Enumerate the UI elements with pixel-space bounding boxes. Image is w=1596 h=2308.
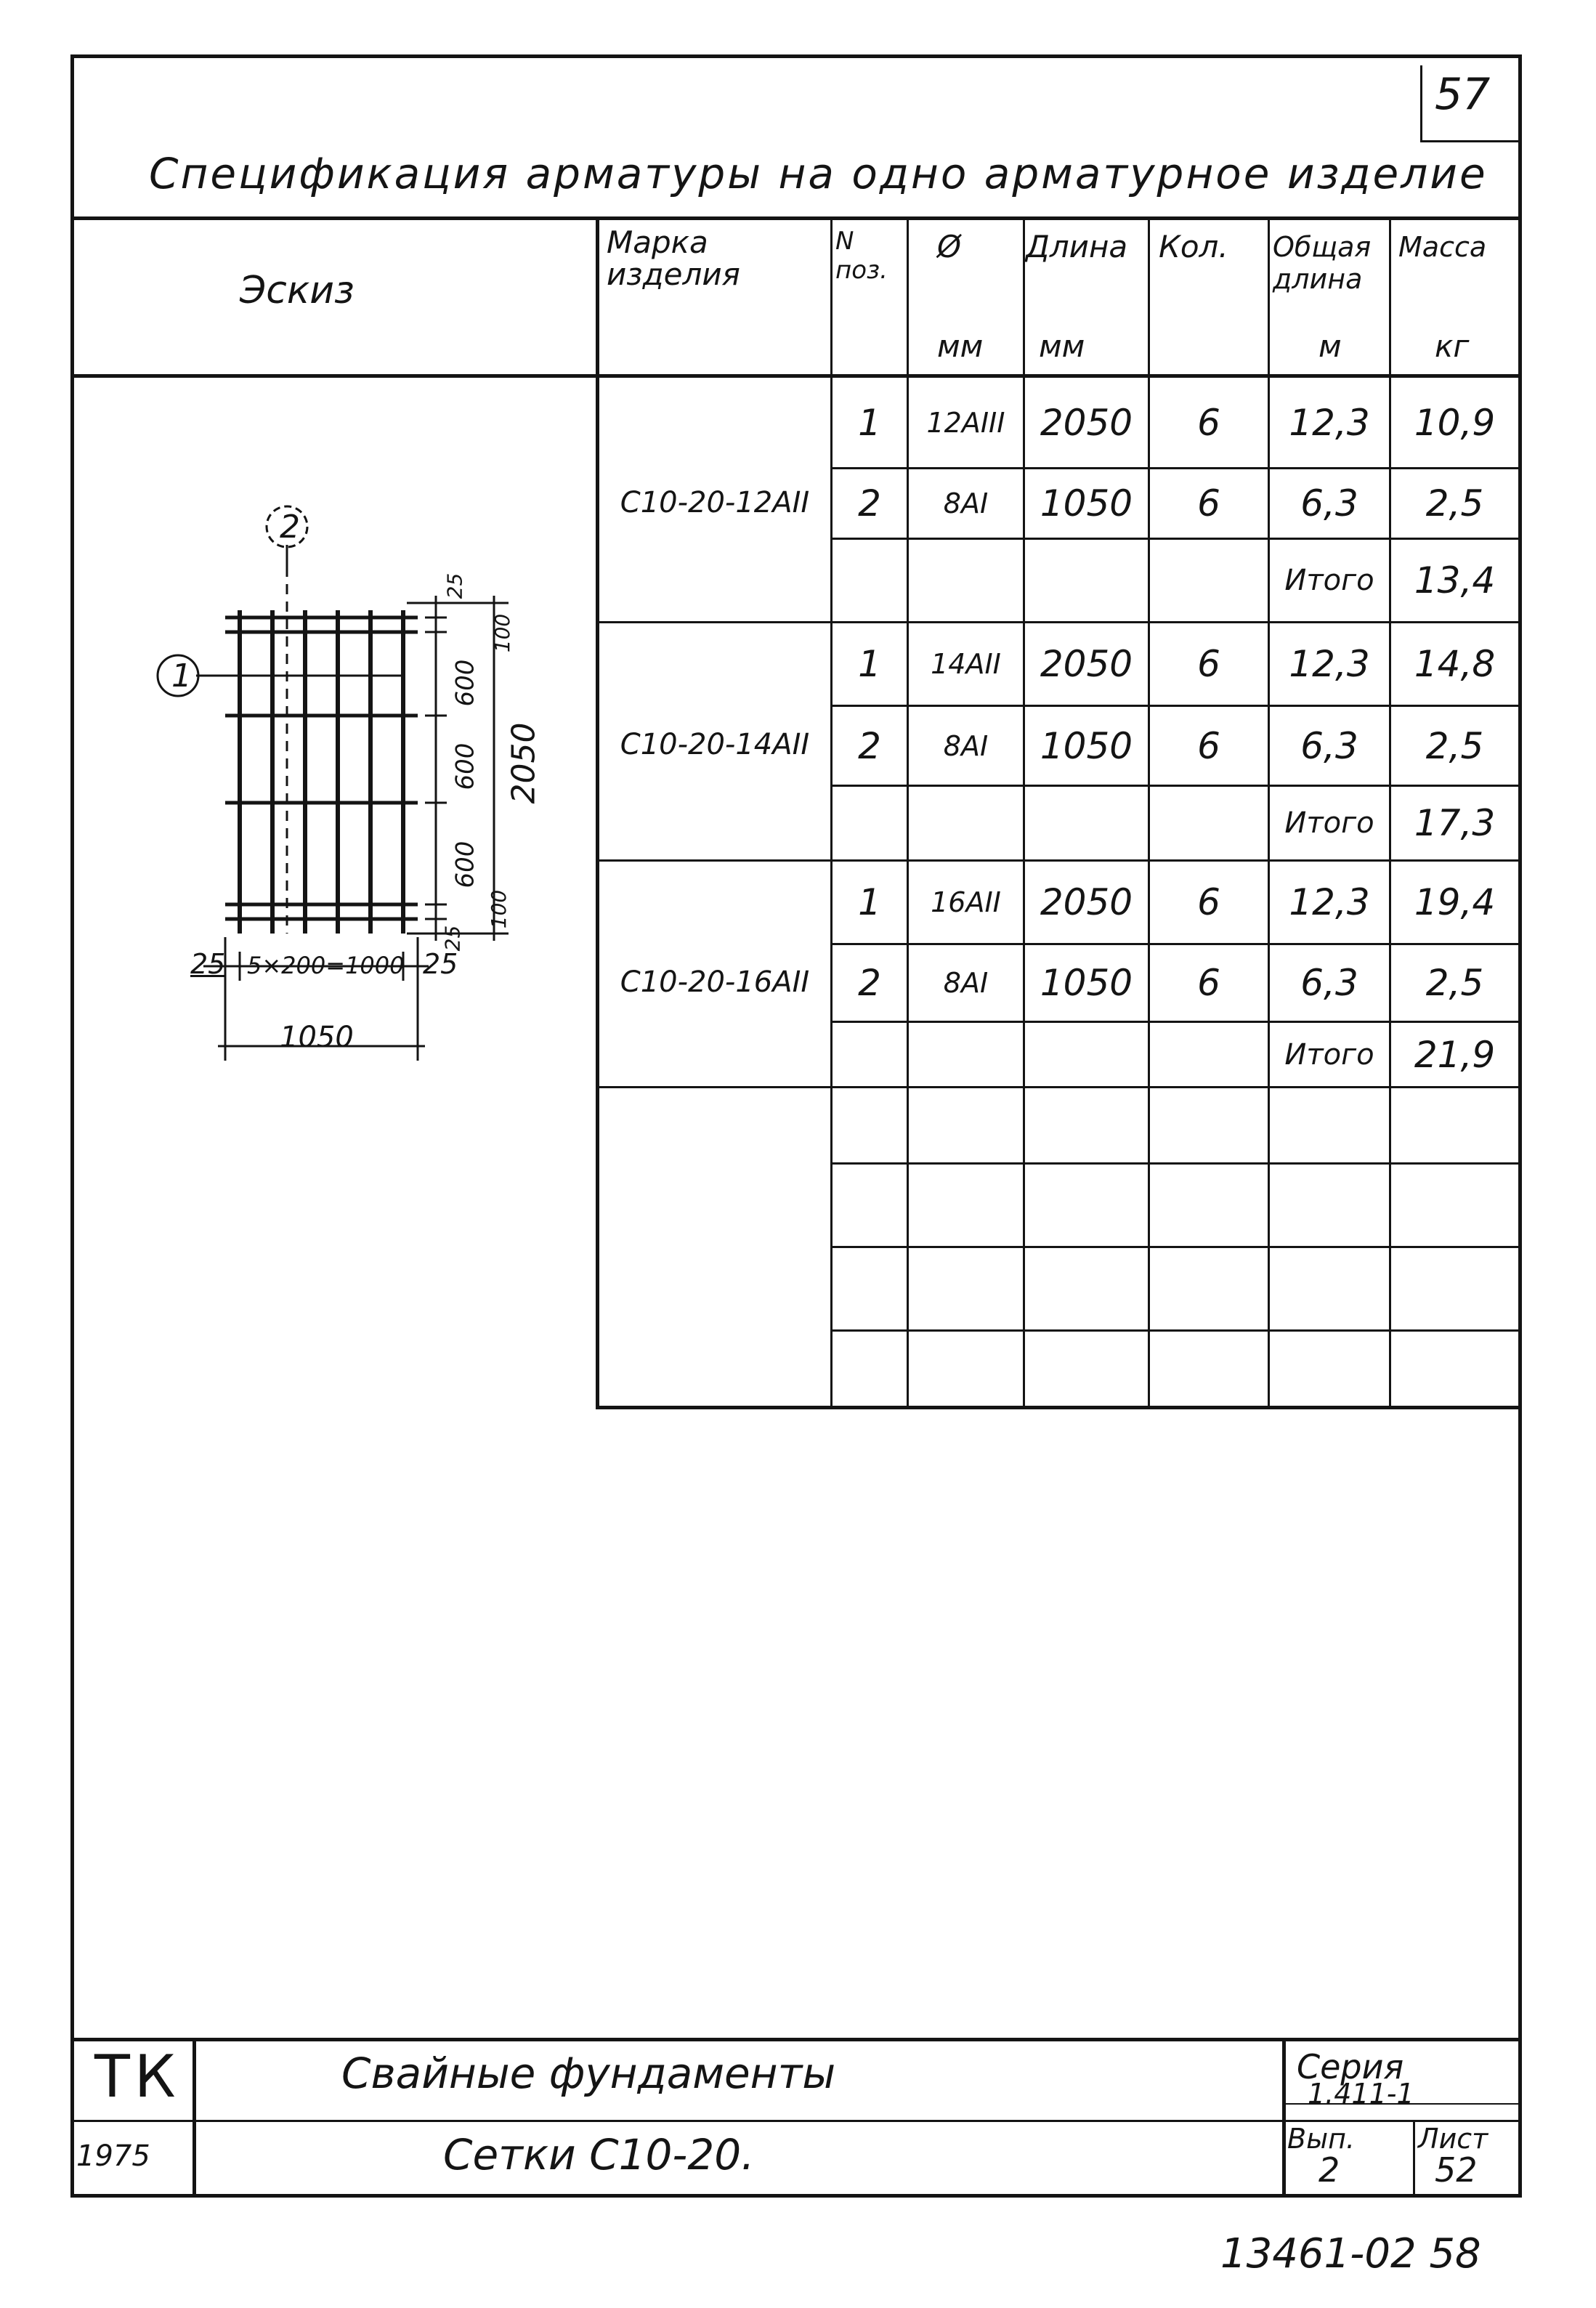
total-length-cell: 6,3 [1300, 482, 1358, 525]
dim-total-height: 2050 [505, 722, 543, 804]
mesh-drawing [156, 505, 509, 1061]
pos-cell: 2 [858, 724, 881, 767]
pos-cell: 1 [858, 401, 881, 444]
dim-middle: 5×200=1000 [247, 952, 405, 979]
mark-cell: С10-20-12АII [620, 485, 810, 519]
mark-cell: С10-20-14АII [620, 728, 810, 761]
unit-mass: кг [1435, 328, 1470, 364]
document-code: 13461-02 58 [1220, 2230, 1481, 2277]
sketch-header: Эскиз [240, 269, 355, 312]
pos-cell: 2 [858, 962, 881, 1004]
pos-2-marker: 2 [280, 509, 300, 546]
pos-1-marker-circle [156, 654, 200, 697]
stamp-line-1: Свайные фундаменты [341, 2049, 836, 2098]
pos-2-marker-circle [265, 505, 309, 548]
unit-dia: мм [937, 328, 984, 364]
unit-length: мм [1039, 328, 1085, 364]
dim-bottom-25: 25 [440, 925, 465, 952]
page-title: Спецификация арматуры на одно арматурное… [149, 149, 1488, 198]
dim-left-25: 25 [190, 948, 226, 980]
dim-600-b: 600 [450, 742, 480, 790]
issue-value: 2 [1318, 2150, 1340, 2190]
qty-cell: 6 [1197, 643, 1220, 685]
mass-cell: 2,5 [1425, 482, 1484, 525]
col-header-total-length: Общая длина [1273, 231, 1372, 295]
dia-cell: 8АI [943, 967, 989, 999]
dia-cell: 12АIII [926, 406, 1005, 439]
dim-600-c: 600 [450, 841, 480, 888]
total-length-cell: 12,3 [1289, 401, 1370, 444]
dim-bottom-100: 100 [487, 889, 511, 929]
qty-cell: 6 [1197, 881, 1220, 923]
total-label-cell: Итого [1284, 1037, 1374, 1072]
sheet-number: 57 [1435, 69, 1491, 120]
total-label-cell: Итого [1284, 806, 1374, 840]
length-cell: 2050 [1040, 881, 1133, 923]
series-label: Серия [1297, 2047, 1404, 2086]
mass-cell: 14,8 [1414, 643, 1496, 685]
year-label: 1975 [76, 2139, 150, 2173]
dia-cell: 8АI [943, 729, 989, 762]
issue-label: Вып. [1287, 2123, 1355, 2155]
total-length-cell: 6,3 [1300, 724, 1358, 767]
col-header-pos: N поз. [835, 227, 888, 285]
col-header-qty: Кол. [1159, 229, 1228, 264]
length-cell: 2050 [1040, 401, 1133, 444]
mass-cell: 10,9 [1414, 401, 1496, 444]
dim-total-width: 1050 [280, 1021, 354, 1054]
length-cell: 2050 [1040, 643, 1133, 685]
total-mass-cell: 17,3 [1414, 802, 1496, 844]
col-header-length: Длина [1026, 229, 1128, 264]
org-label: ТК [94, 2043, 180, 2110]
length-cell: 1050 [1040, 962, 1133, 1004]
total-mass-cell: 13,4 [1414, 559, 1496, 602]
unit-total-length: м [1318, 328, 1342, 364]
col-header-mark: Марка изделия [607, 224, 740, 292]
dim-600-a: 600 [450, 659, 480, 707]
pos-1-marker: 1 [171, 657, 192, 695]
dia-cell: 16АII [931, 886, 1001, 918]
dim-top-25: 25 [442, 572, 467, 599]
mass-cell: 2,5 [1425, 962, 1484, 1004]
series-value: 1.411-1 [1308, 2078, 1414, 2110]
total-length-cell: 12,3 [1289, 643, 1370, 685]
qty-cell: 6 [1197, 724, 1220, 767]
mark-cell: С10-20-16АII [620, 965, 810, 999]
qty-cell: 6 [1197, 962, 1220, 1004]
dim-top-100: 100 [490, 613, 515, 653]
dia-cell: 8АI [943, 487, 989, 519]
total-length-cell: 6,3 [1300, 962, 1358, 1004]
pos-cell: 1 [858, 881, 881, 923]
sheet-value: 52 [1435, 2150, 1478, 2190]
qty-cell: 6 [1197, 482, 1220, 525]
total-mass-cell: 21,9 [1414, 1033, 1496, 1076]
col-header-mass: Масса [1398, 231, 1487, 263]
pos-cell: 2 [858, 482, 881, 525]
sheet-label: Лист [1418, 2123, 1488, 2155]
dia-cell: 14АII [931, 648, 1001, 680]
pos-cell: 1 [858, 643, 881, 685]
col-header-dia: Ø [937, 229, 962, 264]
dim-right-25: 25 [423, 948, 458, 980]
mass-cell: 19,4 [1414, 881, 1496, 923]
stamp-line-2: Сетки С10-20. [443, 2130, 755, 2179]
total-label-cell: Итого [1284, 564, 1374, 597]
length-cell: 1050 [1040, 724, 1133, 767]
total-length-cell: 12,3 [1289, 881, 1370, 923]
length-cell: 1050 [1040, 482, 1133, 525]
mass-cell: 2,5 [1425, 724, 1484, 767]
qty-cell: 6 [1197, 401, 1220, 444]
